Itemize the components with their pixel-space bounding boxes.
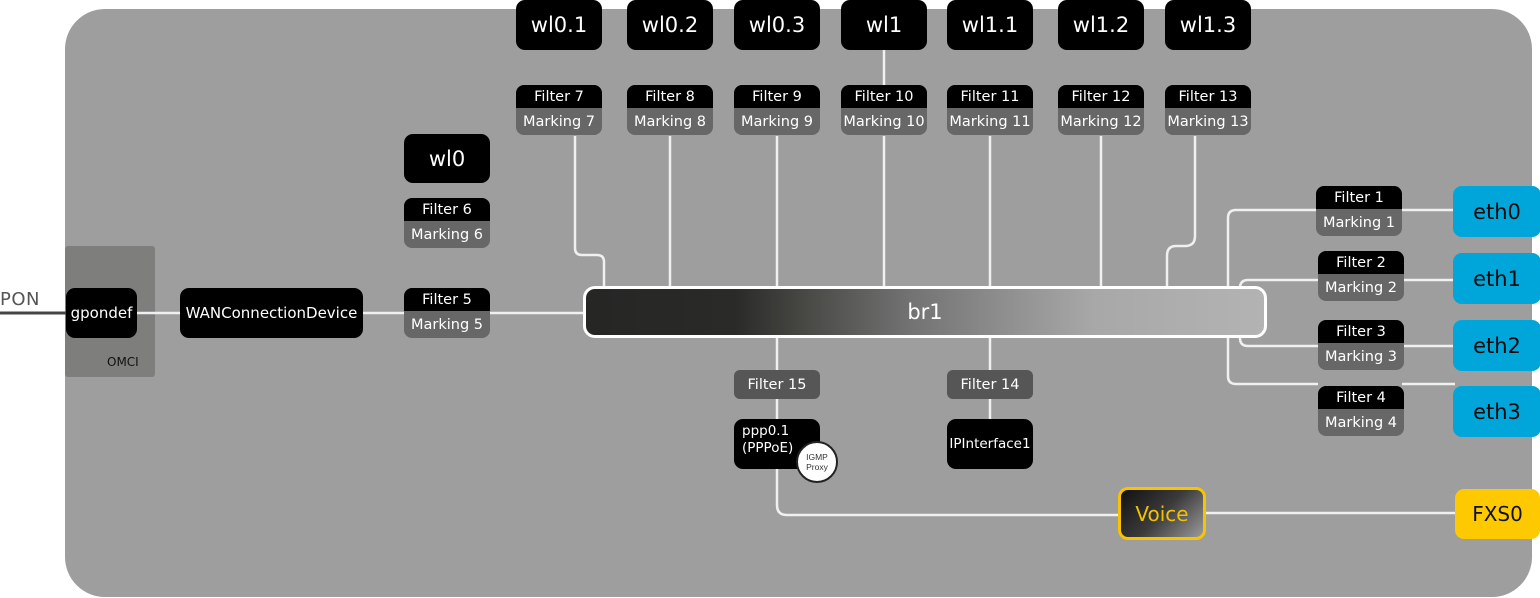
filter-label: Filter 3	[1318, 320, 1404, 343]
filter-marking-1[interactable]: Filter 1 Marking 1	[1316, 186, 1402, 236]
wl0-2-node[interactable]: wl0.2	[627, 0, 713, 50]
gpondef-node[interactable]: gpondef	[66, 288, 137, 338]
br1-bridge[interactable]: br1	[583, 286, 1267, 338]
marking-label: Marking 8	[627, 108, 713, 135]
marking-label: Marking 7	[516, 108, 602, 135]
pon-label: PON	[0, 289, 40, 310]
filter-marking-11[interactable]: Filter 11 Marking 11	[947, 85, 1033, 135]
filter-label: Filter 13	[1165, 85, 1251, 108]
marking-label: Marking 5	[404, 311, 490, 338]
ppp-type: (PPPoE)	[742, 440, 794, 456]
filter-14[interactable]: Filter 14	[947, 370, 1033, 399]
filter-label: Filter 2	[1318, 251, 1404, 274]
marking-label: Marking 13	[1165, 108, 1251, 135]
filter-15[interactable]: Filter 15	[734, 370, 820, 399]
eth2-port[interactable]: eth2	[1453, 320, 1540, 371]
wl0-3-node[interactable]: wl0.3	[734, 0, 820, 50]
marking-label: Marking 3	[1318, 343, 1404, 370]
filter-marking-13[interactable]: Filter 13 Marking 13	[1165, 85, 1251, 135]
wl1-node[interactable]: wl1	[841, 0, 927, 50]
marking-label: Marking 2	[1318, 274, 1404, 301]
wl1-1-node[interactable]: wl1.1	[947, 0, 1033, 50]
eth0-port[interactable]: eth0	[1453, 186, 1540, 237]
proxy-label: Proxy	[806, 462, 828, 472]
filter-marking-12[interactable]: Filter 12 Marking 12	[1058, 85, 1144, 135]
filter-label: Filter 5	[404, 288, 490, 311]
filter-label: Filter 6	[404, 198, 490, 221]
igmp-label: IGMP	[806, 452, 828, 462]
marking-label: Marking 1	[1316, 209, 1402, 236]
filter-label: Filter 10	[841, 85, 927, 108]
filter-label: Filter 11	[947, 85, 1033, 108]
igmp-proxy-badge[interactable]: IGMP Proxy	[796, 441, 838, 483]
voice-node[interactable]: Voice	[1118, 487, 1206, 540]
marking-label: Marking 6	[404, 221, 490, 248]
filter-marking-7[interactable]: Filter 7 Marking 7	[516, 85, 602, 135]
filter-marking-5[interactable]: Filter 5 Marking 5	[404, 288, 490, 338]
marking-label: Marking 9	[734, 108, 820, 135]
eth1-port[interactable]: eth1	[1453, 253, 1540, 304]
eth3-port[interactable]: eth3	[1453, 386, 1540, 437]
filter-marking-3[interactable]: Filter 3 Marking 3	[1318, 320, 1404, 370]
marking-label: Marking 4	[1318, 409, 1404, 436]
filter-label: Filter 1	[1316, 186, 1402, 209]
marking-label: Marking 11	[947, 108, 1033, 135]
filter-label: Filter 12	[1058, 85, 1144, 108]
wl0-1-node[interactable]: wl0.1	[516, 0, 602, 50]
filter-marking-8[interactable]: Filter 8 Marking 8	[627, 85, 713, 135]
omci-label: OMCI	[107, 355, 139, 369]
wl1-3-node[interactable]: wl1.3	[1165, 0, 1251, 50]
filter-label: Filter 4	[1318, 386, 1404, 409]
filter-label: Filter 8	[627, 85, 713, 108]
marking-label: Marking 10	[841, 108, 927, 135]
wl0-node[interactable]: wl0	[404, 134, 490, 183]
ppp-name: ppp0.1	[742, 423, 790, 439]
ipinterface1-node[interactable]: IPInterface1	[947, 419, 1033, 469]
filter-marking-2[interactable]: Filter 2 Marking 2	[1318, 251, 1404, 301]
filter-marking-9[interactable]: Filter 9 Marking 9	[734, 85, 820, 135]
filter-label: Filter 7	[516, 85, 602, 108]
wan-connection-device-node[interactable]: WANConnectionDevice	[180, 288, 363, 338]
filter-marking-4[interactable]: Filter 4 Marking 4	[1318, 386, 1404, 436]
wl1-2-node[interactable]: wl1.2	[1058, 0, 1144, 50]
filter-marking-6[interactable]: Filter 6 Marking 6	[404, 198, 490, 248]
fxs0-port[interactable]: FXS0	[1455, 489, 1540, 539]
filter-marking-10[interactable]: Filter 10 Marking 10	[841, 85, 927, 135]
filter-label: Filter 9	[734, 85, 820, 108]
marking-label: Marking 12	[1058, 108, 1144, 135]
